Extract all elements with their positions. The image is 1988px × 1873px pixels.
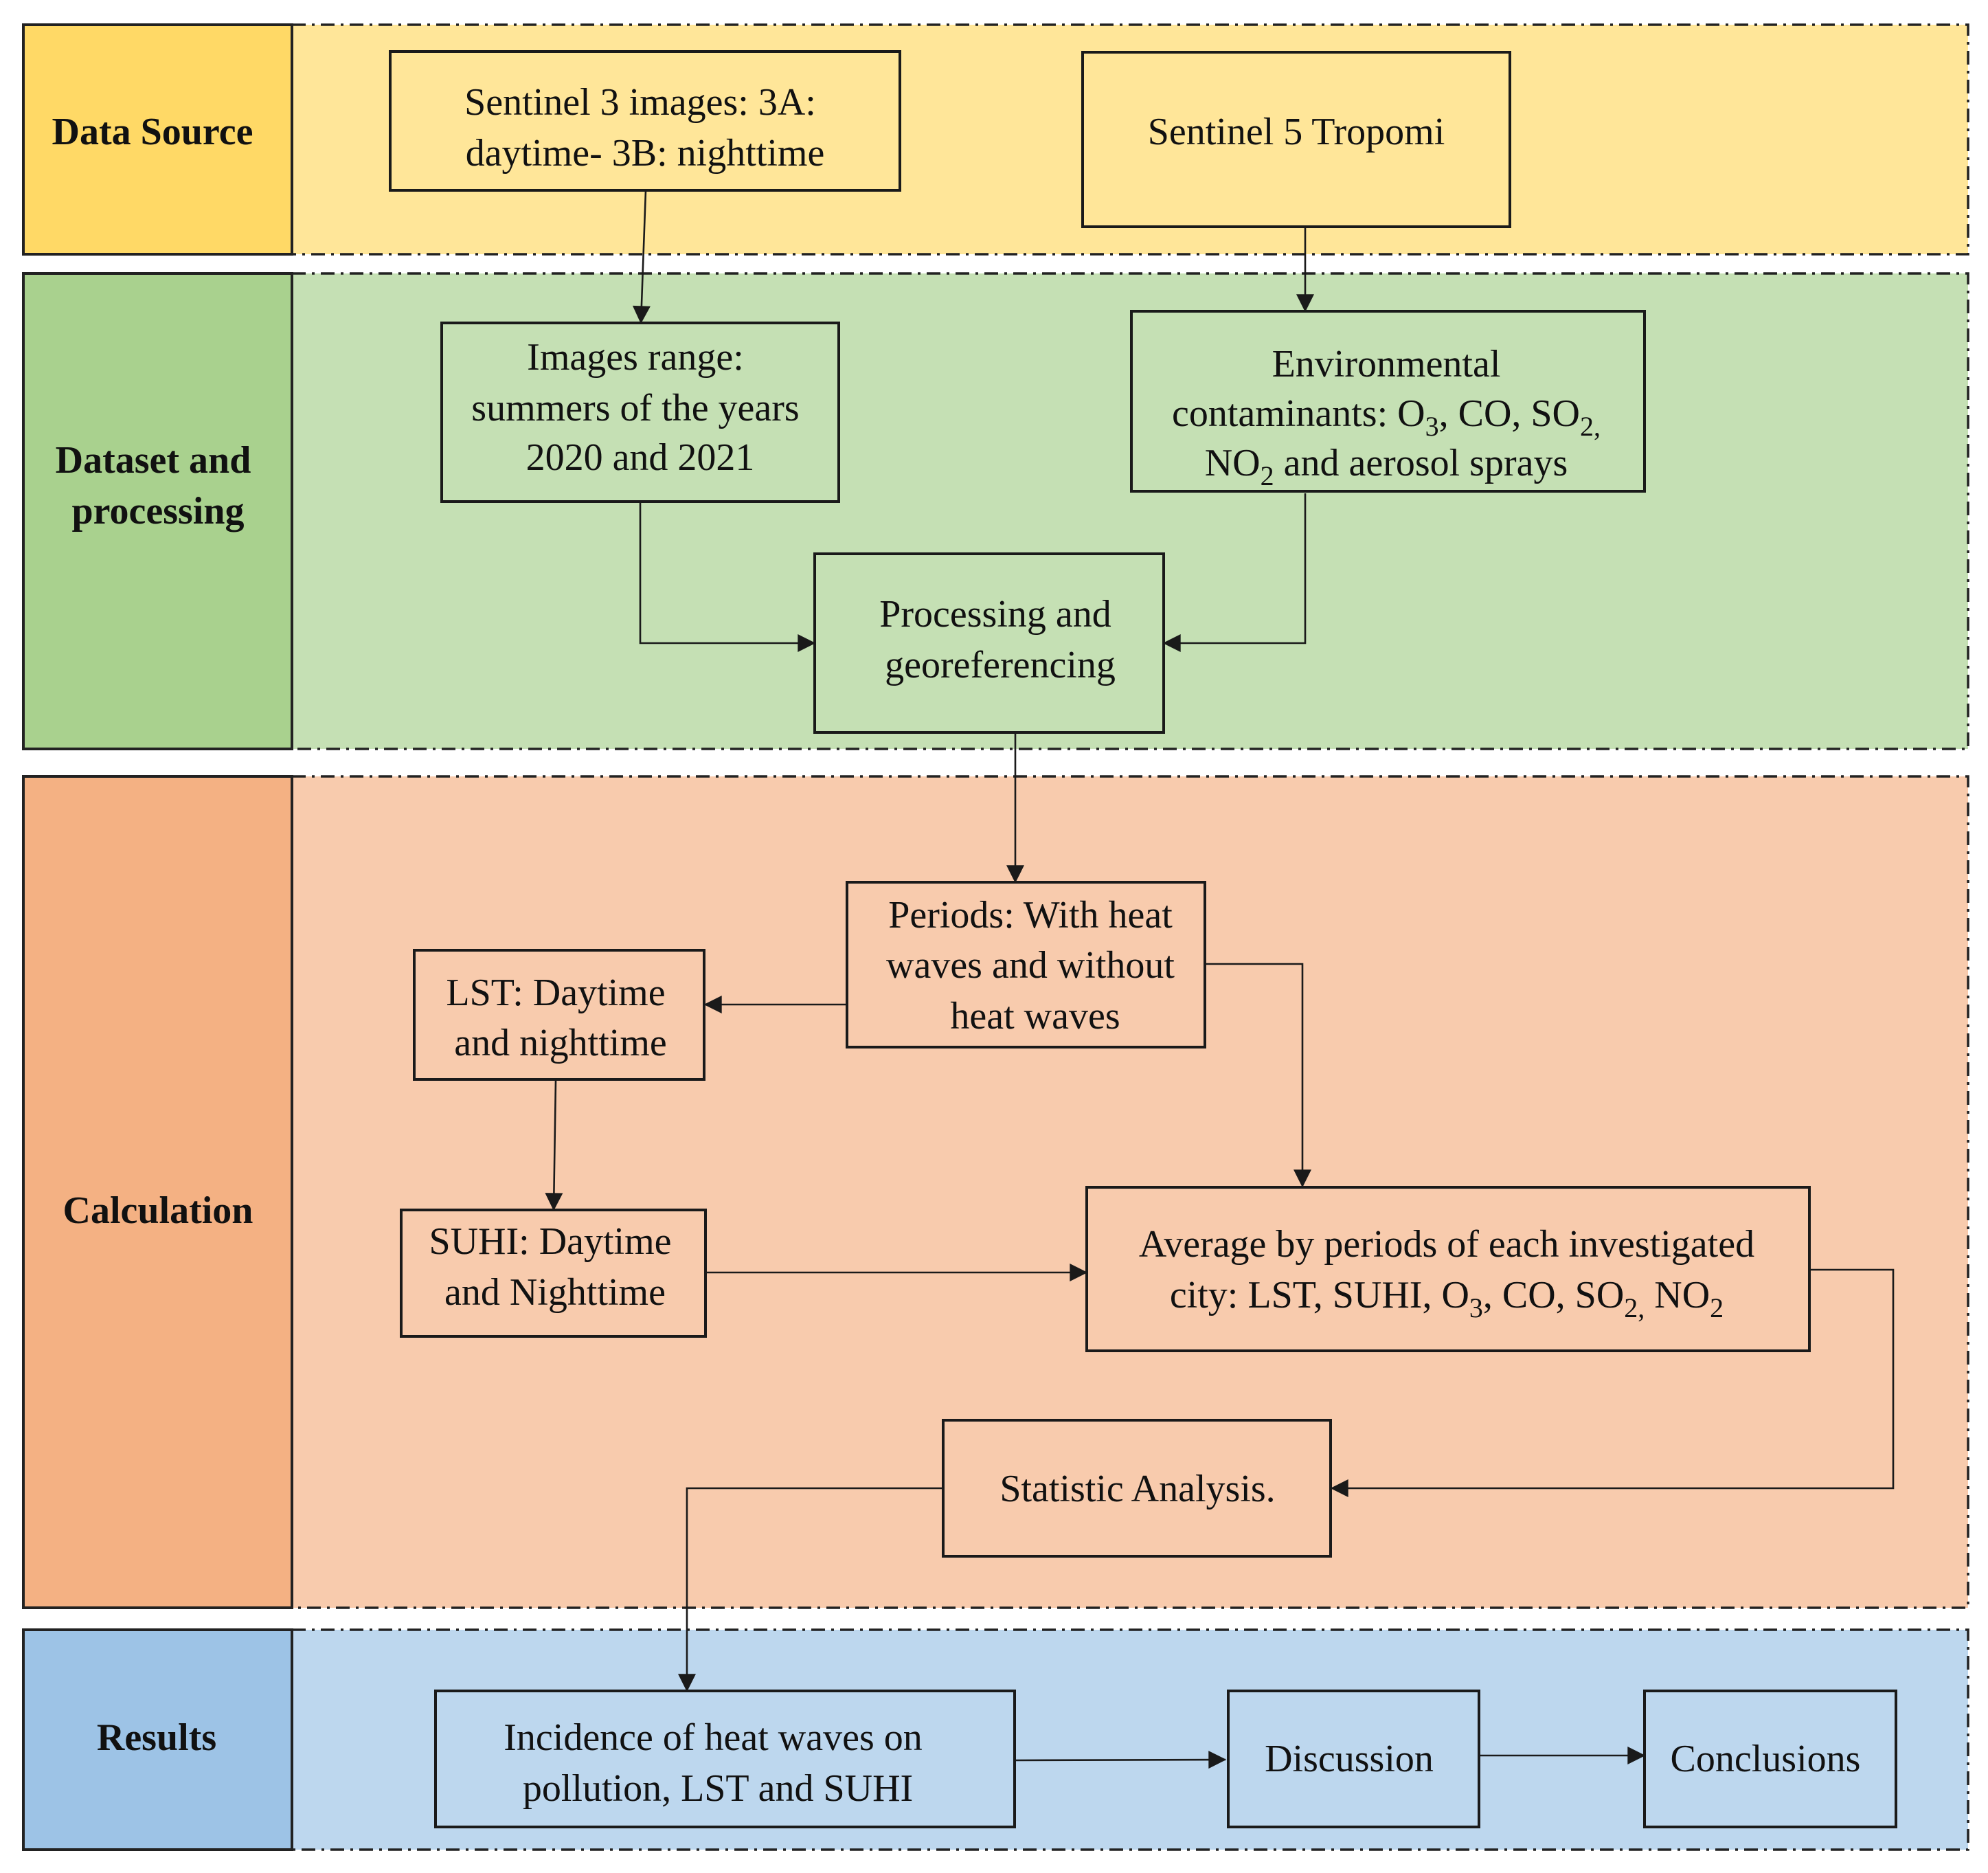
lane-dataset-processing-label-line-2: processing <box>72 490 245 532</box>
node-env-contaminants-box <box>1130 310 1646 493</box>
node-processing-box <box>813 552 1165 734</box>
node-suhi-line-1: SUHI: Daytime <box>429 1220 671 1263</box>
node-images-range-box <box>440 322 840 503</box>
node-average-line-2: city: LST, SUHI, O3, CO, SO2, NO2 <box>1170 1274 1724 1323</box>
node-images-range-line-3: 2020 and 2021 <box>526 436 755 479</box>
node-incidence-line-2: pollution, LST and SUHI <box>523 1767 913 1810</box>
avg-line-2-sub-2: 2, <box>1624 1292 1645 1323</box>
avg-line-2-sub-1: 3 <box>1469 1292 1483 1323</box>
node-incidence-text: Incidence of heat waves on pollution, LS… <box>504 1716 932 1810</box>
node-periods: Periods: With heat waves and without hea… <box>846 881 1206 1048</box>
node-suhi-box <box>400 1209 707 1338</box>
node-conclusions: Conclusions <box>1643 1690 1897 1828</box>
edge-sentinel3-to-images-range <box>632 190 651 324</box>
avg-line-2-mid-2: NO <box>1645 1274 1710 1316</box>
node-suhi: SUHI: Daytime and Nighttime <box>400 1209 707 1338</box>
avg-line-2-sub-3: 2 <box>1710 1292 1724 1323</box>
node-suhi-line-2: and Nighttime <box>444 1271 666 1314</box>
env-line-3-prefix: NO <box>1205 442 1261 484</box>
node-discussion: Discussion <box>1227 1690 1480 1828</box>
avg-line-2-mid-1: , CO, SO <box>1483 1274 1624 1316</box>
node-incidence-line-1: Incidence of heat waves on <box>504 1716 923 1759</box>
node-periods-text: Periods: With heat waves and without hea… <box>886 894 1184 1038</box>
node-conclusions-text: Conclusions <box>1671 1738 1861 1780</box>
node-env-contaminants: Environmental contaminants: O3, CO, SO2,… <box>1130 310 1646 493</box>
node-average: Average by periods of each investigated … <box>1085 1186 1811 1352</box>
node-discussion-text: Discussion <box>1265 1738 1434 1780</box>
edge-env-contaminants-to-processing <box>1162 493 1307 652</box>
node-images-range: Images range: summers of the years 2020 … <box>440 322 840 503</box>
avg-line-2-prefix: city: LST, SUHI, O <box>1170 1274 1469 1316</box>
node-lst: LST: Daytime and nighttime <box>413 949 705 1081</box>
lane-calculation-label: Calculation <box>63 1189 253 1232</box>
node-suhi-text: SUHI: Daytime and Nighttime <box>429 1220 681 1314</box>
node-discussion-box <box>1227 1690 1480 1828</box>
node-sentinel3-line-2: daytime- 3B: nighttime <box>466 132 825 175</box>
node-env-contaminants-line-2: contaminants: O3, CO, SO2, <box>1172 392 1601 442</box>
edge-lst-to-suhi <box>545 1079 563 1211</box>
node-sentinel3: Sentinel 3 images: 3A: daytime- 3B: nigh… <box>389 50 901 192</box>
lane-dataset-processing-label: Dataset and processing <box>56 439 261 532</box>
node-periods-box <box>846 881 1206 1048</box>
node-sentinel5-text: Sentinel 5 Tropomi <box>1148 111 1445 153</box>
node-processing-text: Processing and georeferencing <box>879 593 1121 686</box>
node-images-range-text: Images range: summers of the years 2020 … <box>471 336 809 479</box>
edges <box>545 190 1895 1769</box>
node-lst-text: LST: Daytime and nighttime <box>446 972 675 1064</box>
node-incidence-box <box>434 1690 1016 1828</box>
node-processing-line-2: georeferencing <box>885 644 1116 686</box>
node-statistic-text: Statistic Analysis. <box>999 1468 1275 1510</box>
node-images-range-line-2: summers of the years <box>471 387 799 429</box>
node-sentinel3-text: Sentinel 3 images: 3A: daytime- 3B: nigh… <box>464 81 826 175</box>
node-sentinel5-box <box>1081 51 1511 228</box>
node-images-range-line-1: Images range: <box>527 336 744 379</box>
node-lst-box <box>413 949 705 1081</box>
node-lst-line-2: and nighttime <box>454 1022 667 1064</box>
node-lst-line-1: LST: Daytime <box>446 972 665 1014</box>
node-env-contaminants-line-1: Environmental <box>1272 343 1501 385</box>
node-statistic: Statistic Analysis. <box>942 1419 1332 1558</box>
lane-data-source-label-box <box>22 23 293 256</box>
node-average-line-1: Average by periods of each investigated <box>1139 1223 1754 1266</box>
env-line-2-sub-2: 2, <box>1580 411 1601 442</box>
node-sentinel5: Sentinel 5 Tropomi <box>1081 51 1511 228</box>
node-average-box <box>1085 1186 1811 1352</box>
edge-average-to-statistic <box>1330 1268 1895 1497</box>
lane-data-source-label: Data Source <box>52 111 253 153</box>
edge-periods-to-average <box>1205 963 1311 1188</box>
node-processing: Processing and georeferencing <box>813 552 1165 734</box>
lane-dataset-processing-label-box <box>22 272 293 750</box>
node-incidence: Incidence of heat waves on pollution, LS… <box>434 1690 1016 1828</box>
node-periods-line-2: waves and without <box>886 944 1175 987</box>
env-line-2-prefix: contaminants: O <box>1172 392 1425 435</box>
edge-images-range-to-processing <box>639 502 816 652</box>
edge-statistic-to-incidence <box>678 1487 942 1692</box>
node-sentinel3-line-1: Sentinel 3 images: 3A: <box>464 81 816 124</box>
node-sentinel3-box <box>389 50 901 192</box>
env-line-2-mid: , CO, SO <box>1439 392 1580 435</box>
env-line-3-sub: 2 <box>1261 460 1274 491</box>
lane-results-label: Results <box>97 1716 216 1759</box>
node-processing-line-1: Processing and <box>879 593 1111 636</box>
node-statistic-box <box>942 1419 1332 1558</box>
node-periods-line-1: Periods: With heat <box>888 894 1173 936</box>
node-periods-line-3: heat waves <box>950 995 1120 1038</box>
lane-dataset-processing-label-line-1: Dataset and <box>56 439 251 482</box>
lane-data-source: Data Source <box>22 23 1969 256</box>
node-conclusions-box <box>1643 1690 1897 1828</box>
node-env-contaminants-line-3: NO2 and aerosol sprays <box>1205 442 1568 491</box>
lane-calculation-label-box <box>22 775 293 1609</box>
env-line-2-sub-1: 3 <box>1425 411 1439 442</box>
lane-results-label-box <box>22 1628 293 1851</box>
env-line-3-suffix: and aerosol sprays <box>1274 442 1568 484</box>
